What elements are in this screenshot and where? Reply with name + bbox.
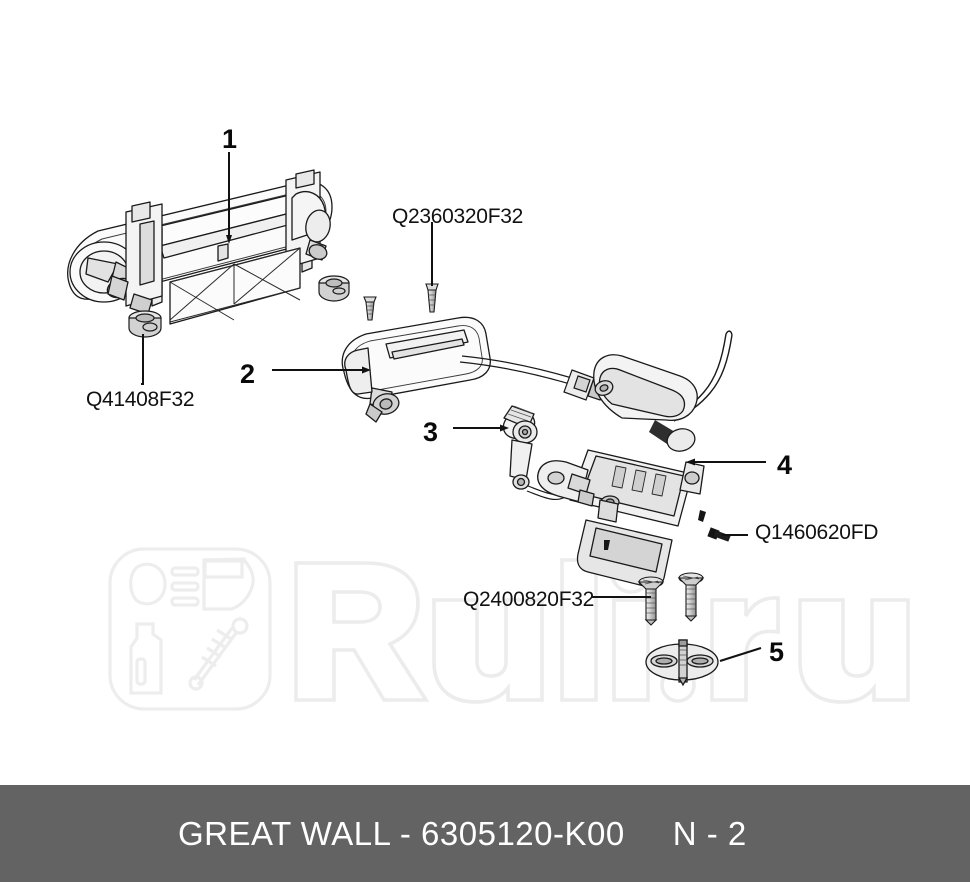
leader-q41408 <box>141 334 144 385</box>
callout-code-q1460620fd: Q1460620FD <box>755 521 879 544</box>
watermark-layer <box>108 547 910 711</box>
part-actuator-cable <box>459 355 573 385</box>
handle-right-endcap <box>291 191 331 261</box>
oil-bottle-icon <box>129 622 163 695</box>
part-handle-actuator <box>341 316 491 423</box>
caption-page-ref: N - 2 <box>672 814 747 852</box>
part-striker-plate <box>645 639 719 687</box>
callout-code-q41408f32: Q41408F32 <box>86 388 195 411</box>
watermark-wordmark <box>294 552 910 704</box>
callout-number-2: 2 <box>240 359 256 389</box>
leader-lines <box>141 152 766 662</box>
callout-code-q2400820f32: Q2400820F32 <box>463 588 594 611</box>
part-grommet-nut-lower <box>128 310 162 338</box>
caption-brand-part: GREAT WALL - 6305120-K00 <box>178 814 625 852</box>
part-screw-Q2360320F32 <box>425 283 439 313</box>
leader-arrowheads <box>226 235 695 466</box>
callout-number-5: 5 <box>769 637 785 667</box>
part-small-screw <box>363 296 377 321</box>
part-door-outside-handle <box>67 169 333 325</box>
caption-bar: GREAT WALL - 6305120-K00 N - 2 <box>0 785 970 882</box>
leader-5 <box>719 647 762 662</box>
callout-code-q2360320f32: Q2360320F32 <box>392 205 523 228</box>
part-lock-cylinder <box>502 405 538 490</box>
callout-number-1: 1 <box>222 124 238 154</box>
callout-number-3: 3 <box>423 417 439 447</box>
part-door-latch-assembly <box>537 330 733 588</box>
watermark-icon-box <box>108 547 272 711</box>
part-countersunk-screw-right <box>677 572 705 622</box>
headlight-icon <box>129 562 200 607</box>
part-grommet-nut-upper <box>318 275 350 302</box>
callout-number-4: 4 <box>777 450 793 480</box>
shock-absorber-icon <box>188 617 249 691</box>
door-icon <box>202 557 255 611</box>
